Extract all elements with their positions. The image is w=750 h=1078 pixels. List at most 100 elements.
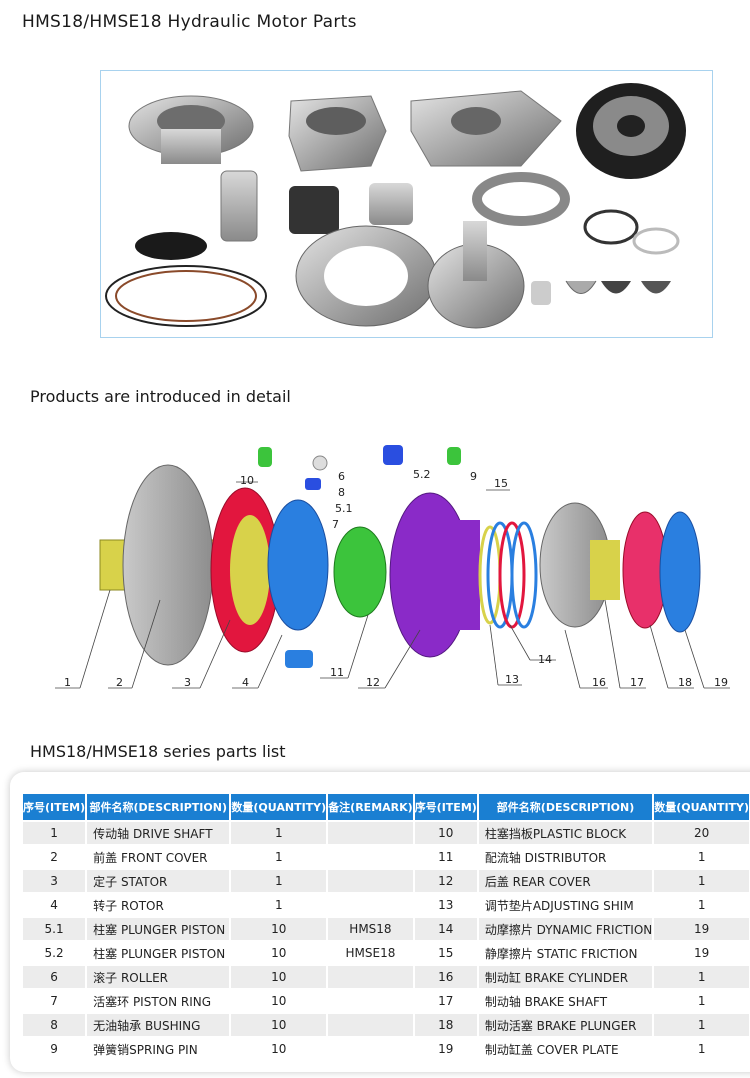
table-cell-item: 5.1 xyxy=(23,918,86,940)
detail-heading: Products are introduced in detail xyxy=(30,387,291,406)
label-17: 17 xyxy=(630,676,644,689)
col-description-2: 部件名称(DESCRIPTION) xyxy=(478,794,653,820)
table-cell-qty: 10 xyxy=(231,990,327,1012)
label-5-1: 5.1 xyxy=(335,502,353,515)
label-2: 2 xyxy=(116,676,123,689)
table-cell-desc: 前盖 FRONT COVER xyxy=(87,846,230,868)
table-cell-remark xyxy=(328,990,413,1012)
col-item: 序号(ITEM) xyxy=(23,794,86,820)
table-cell-desc2: 制动轴 BRAKE SHAFT xyxy=(478,990,653,1012)
exploded-diagram-image: 1 2 3 4 5.1 5.2 6 7 8 9 10 11 12 13 14 1… xyxy=(55,445,730,689)
table-cell-item2: 11 xyxy=(414,846,477,868)
table-cell-item2: 15 xyxy=(414,942,477,964)
table-cell-item: 7 xyxy=(23,990,86,1012)
table-cell-desc: 柱塞 PLUNGER PISTON xyxy=(87,942,230,964)
label-12: 12 xyxy=(366,676,380,689)
table-cell-qty2: 1 xyxy=(654,894,750,916)
table-cell-qty: 10 xyxy=(231,942,327,964)
table-cell-item2: 12 xyxy=(414,870,477,892)
col-description: 部件名称(DESCRIPTION) xyxy=(87,794,230,820)
table-cell-remark xyxy=(328,1014,413,1036)
col-quantity-2: 数量(QUANTITY) xyxy=(654,794,750,820)
table-cell-remark xyxy=(328,1038,413,1060)
label-18: 18 xyxy=(678,676,692,689)
table-cell-remark xyxy=(328,870,413,892)
table-cell-qty: 10 xyxy=(231,1014,327,1036)
parts-photo-collage xyxy=(100,70,713,338)
table-cell-remark: HMSE18 xyxy=(328,942,413,964)
table-cell-desc2: 制动活塞 BRAKE PLUNGER xyxy=(478,1014,653,1036)
table-cell-qty2: 1 xyxy=(654,990,750,1012)
table-cell-item2: 10 xyxy=(414,822,477,844)
label-13: 13 xyxy=(505,673,519,686)
table-cell-desc: 定子 STATOR xyxy=(87,870,230,892)
table-cell-desc: 传动轴 DRIVE SHAFT xyxy=(87,822,230,844)
table-cell-qty: 1 xyxy=(231,870,327,892)
label-7: 7 xyxy=(332,518,339,531)
table-cell-desc: 转子 ROTOR xyxy=(87,894,230,916)
table-cell-qty2: 1 xyxy=(654,1014,750,1036)
label-9: 9 xyxy=(470,470,477,483)
table-cell-item: 3 xyxy=(23,870,86,892)
table-cell-item2: 18 xyxy=(414,1014,477,1036)
table-cell-item2: 19 xyxy=(414,1038,477,1060)
table-cell-item2: 13 xyxy=(414,894,477,916)
label-16: 16 xyxy=(592,676,606,689)
table-cell-desc2: 制动缸 BRAKE CYLINDER xyxy=(478,966,653,988)
table-cell-item: 6 xyxy=(23,966,86,988)
col-item-2: 序号(ITEM) xyxy=(414,794,477,820)
label-3: 3 xyxy=(184,676,191,689)
table-cell-desc: 无油轴承 BUSHING xyxy=(87,1014,230,1036)
parts-table: 序号(ITEM) 部件名称(DESCRIPTION) 数量(QUANTITY) … xyxy=(21,792,750,1062)
table-cell-remark xyxy=(328,894,413,916)
table-cell-qty: 1 xyxy=(231,822,327,844)
table-cell-qty2: 1 xyxy=(654,1038,750,1060)
table-cell-qty: 10 xyxy=(231,966,327,988)
label-14: 14 xyxy=(538,653,552,666)
label-8: 8 xyxy=(338,486,345,499)
table-cell-qty2: 1 xyxy=(654,846,750,868)
table-cell-remark xyxy=(328,966,413,988)
table-cell-desc2: 静摩擦片 STATIC FRICTION xyxy=(478,942,653,964)
table-cell-qty2: 19 xyxy=(654,918,750,940)
label-1: 1 xyxy=(64,676,71,689)
table-cell-qty2: 1 xyxy=(654,966,750,988)
label-15: 15 xyxy=(494,477,508,490)
table-cell-desc: 滚子 ROLLER xyxy=(87,966,230,988)
table-cell-desc: 柱塞 PLUNGER PISTON xyxy=(87,918,230,940)
table-cell-qty: 10 xyxy=(231,918,327,940)
table-cell-qty: 10 xyxy=(231,1038,327,1060)
table-cell-item2: 14 xyxy=(414,918,477,940)
table-cell-item: 5.2 xyxy=(23,942,86,964)
exploded-diagram: 1 2 3 4 5.1 5.2 6 7 8 9 10 11 12 13 14 1… xyxy=(0,430,750,710)
col-quantity: 数量(QUANTITY) xyxy=(231,794,327,820)
parts-photo-image xyxy=(105,83,686,329)
col-remark: 备注(REMARK) xyxy=(328,794,413,820)
table-cell-item: 2 xyxy=(23,846,86,868)
table-cell-item: 8 xyxy=(23,1014,86,1036)
label-11: 11 xyxy=(330,666,344,679)
table-cell-item2: 16 xyxy=(414,966,477,988)
table-cell-remark xyxy=(328,846,413,868)
table-cell-desc2: 动摩擦片 DYNAMIC FRICTION xyxy=(478,918,653,940)
label-10: 10 xyxy=(240,474,254,487)
table-cell-desc2: 制动缸盖 COVER PLATE xyxy=(478,1038,653,1060)
table-cell-desc2: 柱塞挡板PLASTIC BLOCK xyxy=(478,822,653,844)
table-cell-desc2: 配流轴 DISTRIBUTOR xyxy=(478,846,653,868)
table-cell-desc: 弹簧销SPRING PIN xyxy=(87,1038,230,1060)
table-cell-qty2: 20 xyxy=(654,822,750,844)
parts-table-card: 序号(ITEM) 部件名称(DESCRIPTION) 数量(QUANTITY) … xyxy=(10,772,750,1072)
label-19: 19 xyxy=(714,676,728,689)
parts-list-heading: HMS18/HMSE18 series parts list xyxy=(30,742,286,761)
label-5-2: 5.2 xyxy=(413,468,431,481)
